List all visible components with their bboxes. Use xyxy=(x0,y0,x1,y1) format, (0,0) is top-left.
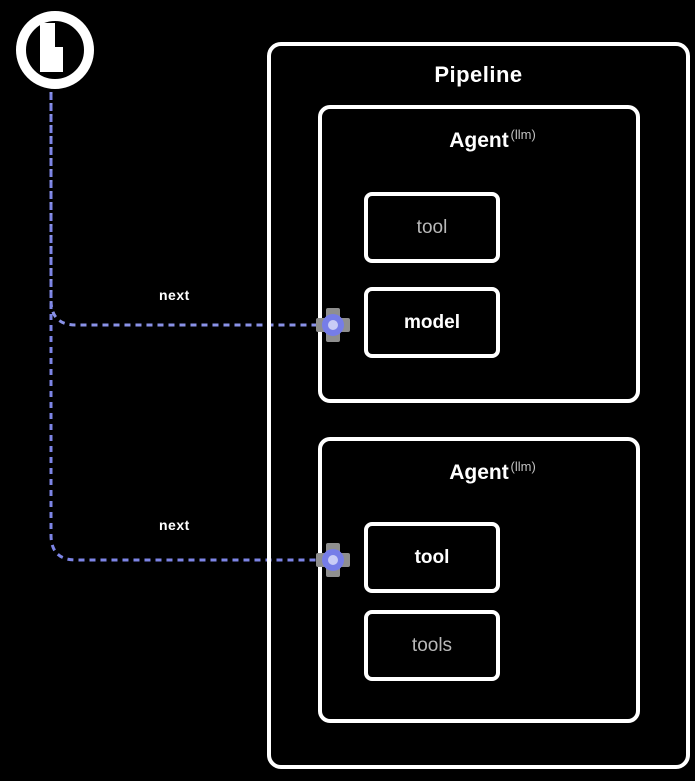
group-title: Pipeline xyxy=(434,62,523,87)
sub-box-label: tool xyxy=(416,216,448,238)
sub-box-label: tool xyxy=(414,546,450,568)
start-node[interactable] xyxy=(16,11,94,89)
edge-label: next xyxy=(159,287,190,303)
agent-card-title: Agent(llm) xyxy=(449,459,536,484)
handle-ring-icon xyxy=(322,314,344,336)
sub-box-model[interactable]: model xyxy=(364,287,500,358)
sub-box-tool[interactable]: tool xyxy=(364,192,500,263)
agent-card-header: Agent(llm) xyxy=(322,459,636,493)
sub-box-label: model xyxy=(404,311,460,333)
edge-label: next xyxy=(159,517,190,533)
agent-card-header: Agent(llm) xyxy=(322,127,636,161)
agent-card-2[interactable]: Agent(llm) tool tools xyxy=(318,437,640,723)
agent-card-badge: (llm) xyxy=(510,459,536,474)
edge-to-agent-2[interactable] xyxy=(49,94,322,562)
group-node[interactable]: Pipeline xyxy=(267,42,690,769)
sub-box-label: tools xyxy=(411,634,453,656)
agent-card-badge: (llm) xyxy=(510,127,536,142)
trigger-icon xyxy=(40,23,63,72)
handle-ring-icon xyxy=(322,549,344,571)
sub-box-tools[interactable]: tools xyxy=(364,610,500,681)
sub-box-tool[interactable]: tool xyxy=(364,522,500,593)
agent-card-title: Agent(llm) xyxy=(449,127,536,152)
agent-card-1[interactable]: Agent(llm) tool model xyxy=(318,105,640,403)
